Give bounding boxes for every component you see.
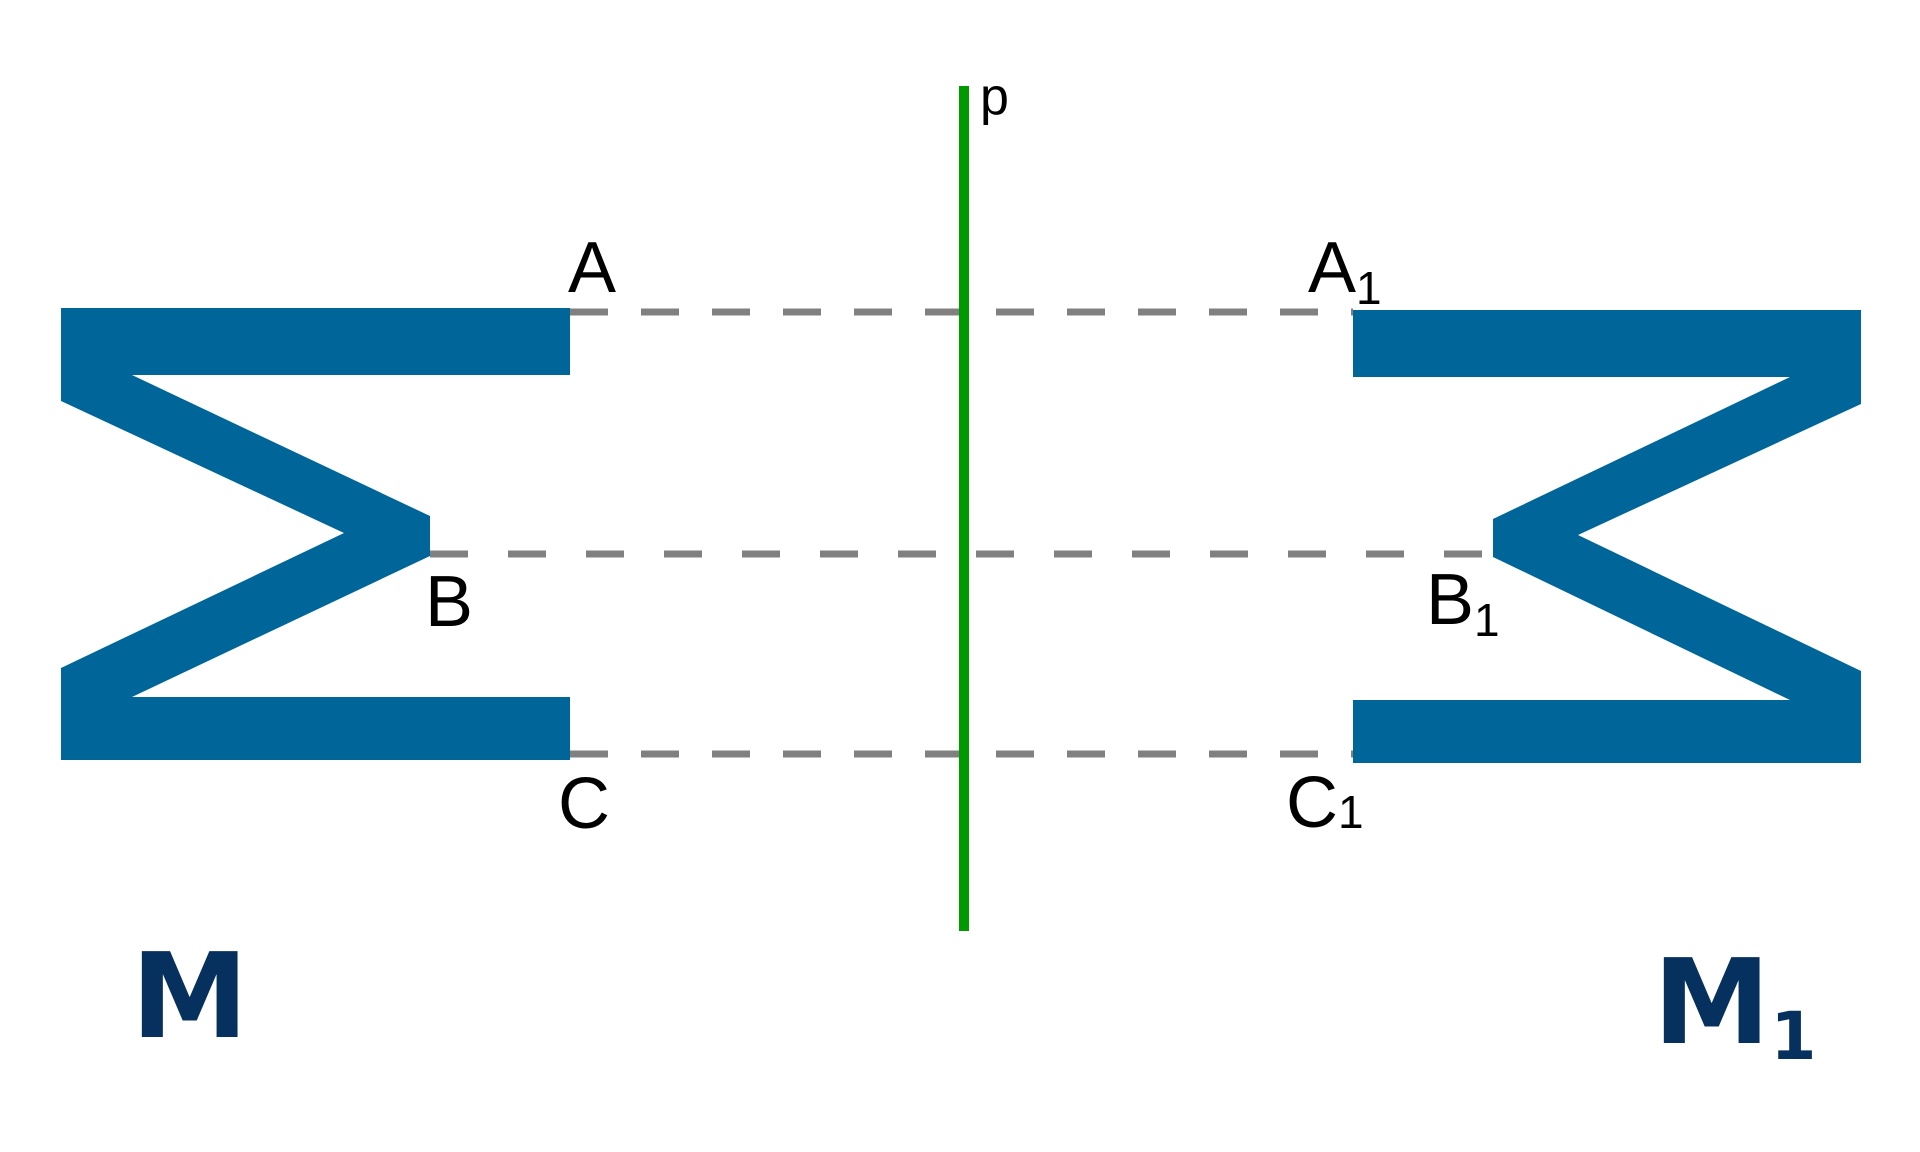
point-label-b1: B1: [1426, 560, 1500, 646]
point-label-a1-letter: A: [1308, 228, 1356, 308]
point-label-a1: A1: [1308, 228, 1382, 314]
point-label-a: A: [568, 228, 616, 308]
figure-label-m1: M1: [1653, 933, 1816, 1075]
figure-m-shape: [61, 308, 570, 760]
point-label-b: B: [425, 562, 473, 642]
point-label-b1-subscript: 1: [1474, 594, 1500, 646]
point-label-c1: C1: [1286, 763, 1364, 843]
figure-label-m1-letter: M: [1653, 933, 1770, 1071]
point-label-c: C: [558, 764, 610, 844]
axis-label-p: p: [980, 68, 1009, 126]
figure-label-m: M: [131, 927, 248, 1065]
point-label-b1-letter: B: [1426, 560, 1474, 640]
figure-label-m1-subscript: 1: [1770, 998, 1816, 1075]
figure-m1-shape: [1353, 310, 1861, 763]
point-label-a1-subscript: 1: [1356, 262, 1382, 314]
point-label-c1-letter: C: [1286, 763, 1338, 843]
point-label-c1-subscript: 1: [1338, 786, 1364, 838]
